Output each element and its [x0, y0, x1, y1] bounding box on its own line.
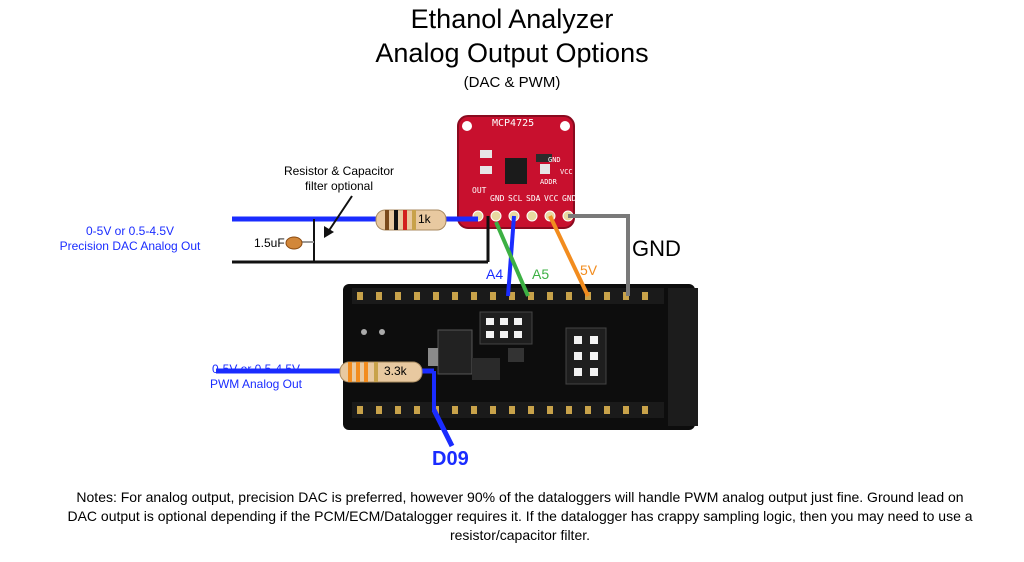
notes-text: Notes: For analog output, precision DAC … — [67, 489, 973, 543]
dac-module-name: MCP4725 — [492, 118, 535, 129]
capacitor-1-5uf — [285, 236, 314, 250]
filter-note-arrow — [327, 195, 353, 233]
title-line-2: Analog Output Options — [375, 38, 649, 68]
sda-wire-a5 — [494, 221, 530, 297]
dac-side-addr: ADDR — [540, 178, 557, 186]
dac-side-vcc: VCC — [560, 168, 573, 176]
nano-board — [343, 284, 698, 430]
title-line-1: Ethanol Analyzer — [410, 4, 614, 34]
dac-pin-scl: SCL — [508, 194, 523, 203]
d09-label: D09 — [432, 448, 469, 470]
pwm-out-label: 0-5V or 0.5-4.5V PWM Analog Out — [186, 362, 326, 392]
dac-out-label-line1: 0-5V or 0.5-4.5V — [85, 224, 175, 238]
gnd-wire — [568, 214, 630, 296]
dac-pin-gnd2: GND — [562, 194, 577, 203]
5v-label: 5V — [580, 262, 598, 278]
gnd-label: GND — [632, 236, 681, 261]
pwm-out-label-line2: PWM Analog Out — [209, 377, 303, 391]
dac-out-label-line2: Precision DAC Analog Out — [59, 239, 201, 253]
dac-pin-gnd: GND — [490, 194, 505, 203]
resistor-3-3k — [339, 361, 423, 383]
resistor-3-3k-label: 3.3k — [384, 364, 407, 378]
dac-pin-vcc: VCC — [544, 194, 559, 203]
filter-note: Resistor & Capacitor filter optional — [272, 164, 406, 194]
capacitor-label: 1.5uF — [254, 236, 285, 250]
bottom-header-pins — [352, 402, 664, 418]
d09-wire — [431, 408, 455, 448]
pwm-out-label-line1: 0-5V or 0.5-4.5V — [211, 362, 301, 376]
a5-label: A5 — [532, 266, 550, 282]
dac-side-gnd: GND — [548, 156, 561, 164]
dac-pin-out: OUT — [472, 186, 487, 195]
filter-note-line2: filter optional — [304, 179, 374, 193]
vcc-wire-5v — [548, 215, 590, 297]
mcp4725-module — [457, 115, 575, 229]
dac-out-label: 0-5V or 0.5-4.5V Precision DAC Analog Ou… — [40, 224, 220, 254]
resistor-1k — [375, 209, 447, 231]
dac-pin-sda: SDA — [526, 194, 541, 203]
a4-label: A4 — [486, 266, 504, 282]
filter-note-line1: Resistor & Capacitor — [283, 164, 395, 178]
resistor-1k-label: 1k — [418, 212, 431, 226]
title-line-3: (DAC & PWM) — [463, 74, 561, 91]
